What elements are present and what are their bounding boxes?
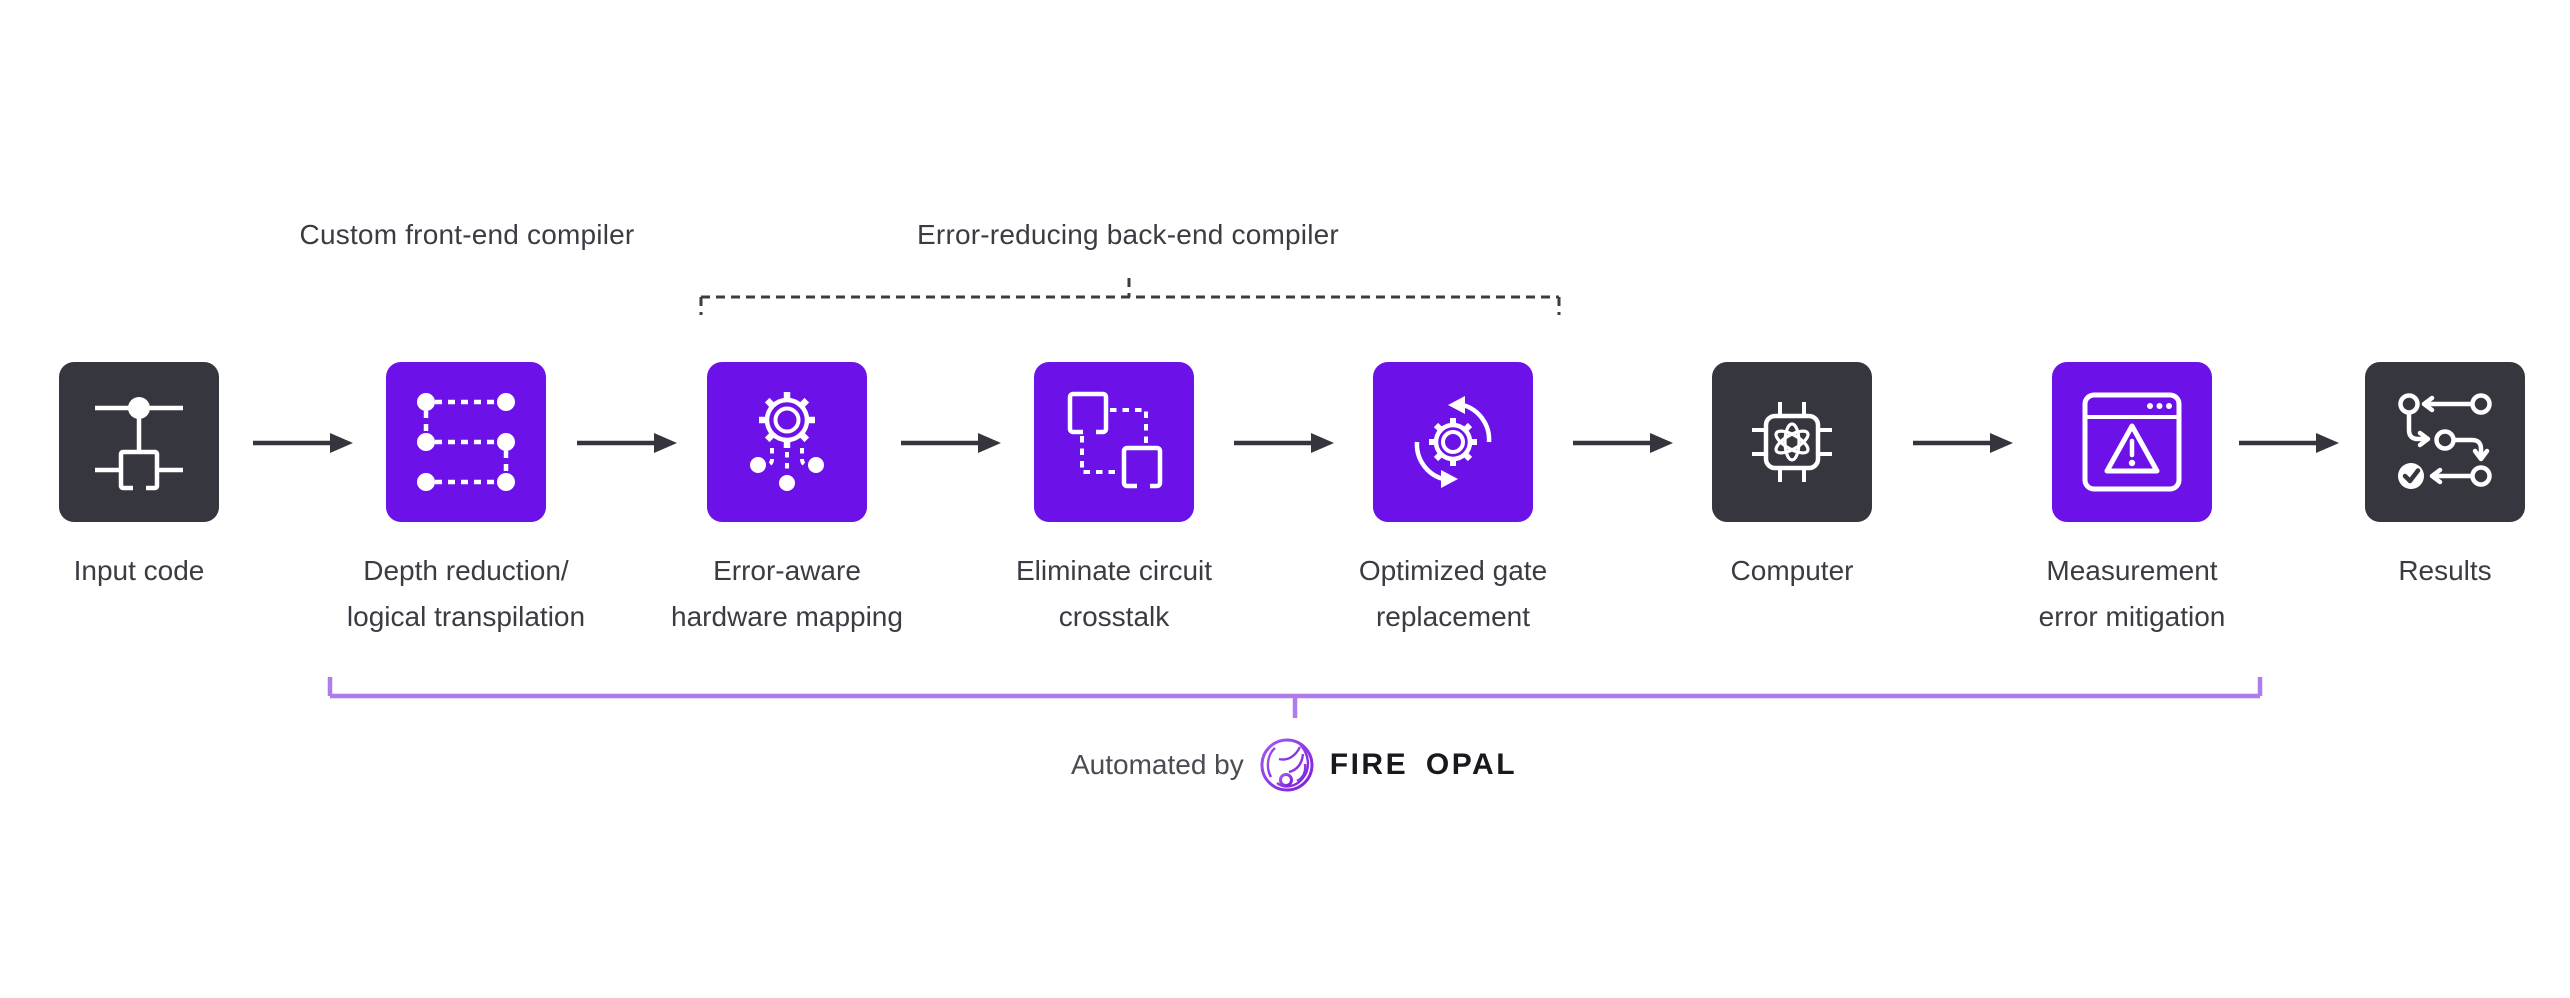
station-depth-reduction: Depth reduction/ logical transpilation [306, 362, 626, 640]
station-label: Measurement error mitigation [2038, 555, 2226, 632]
station-label: Results [2398, 555, 2492, 586]
flow-arrow-icon [2239, 433, 2339, 453]
crosstalk-box [1034, 362, 1194, 522]
station-gate-replacement: Optimized gate replacement [1293, 362, 1613, 640]
back-end-dashed-bracket [699, 278, 1561, 315]
station-label: Optimized gate replacement [1358, 555, 1548, 632]
station-label: Input code [73, 555, 205, 586]
gate-swap-icon [1067, 391, 1163, 490]
gate-replacement-box [1373, 362, 1533, 522]
back-end-compiler-label: Error-reducing back-end compiler [917, 219, 1339, 250]
quantum-chip-icon [1752, 402, 1832, 482]
station-label: Computer [1730, 555, 1854, 586]
gear-cycle-icon [1414, 396, 1492, 488]
flow-arrow-icon [1234, 433, 1334, 453]
quantum-circuit-icon [95, 397, 183, 491]
footer-branding: Automated by FIRE OPAL [1071, 736, 1517, 794]
station-hardware-mapping: Error-aware hardware mapping [627, 362, 947, 640]
station-results: Results [2285, 362, 2570, 594]
computer-box [1712, 362, 1872, 522]
flow-arrow-icon [1573, 433, 1673, 453]
flow-arrow-icon [901, 433, 1001, 453]
fire-opal-logo-icon [1260, 738, 1314, 792]
results-box [2365, 362, 2525, 522]
front-end-compiler-label: Custom front-end compiler [299, 219, 635, 250]
station-label: Depth reduction/ logical transpilation [346, 555, 586, 632]
brand-wordmark: FIRE OPAL [1329, 748, 1518, 781]
flow-arrow-icon [1913, 433, 2013, 453]
hardware-mapping-box [707, 362, 867, 522]
workflow-check-icon [2398, 393, 2492, 489]
automated-by-label: Automated by [1070, 749, 1244, 780]
station-error-mitigation: Measurement error mitigation [1972, 362, 2292, 640]
flow-arrow-icon [577, 433, 677, 453]
depth-reduction-box [386, 362, 546, 522]
station-computer: Computer [1632, 362, 1952, 594]
error-mitigation-box [2052, 362, 2212, 522]
qubit-path-icon [417, 393, 515, 491]
input-code-box [59, 362, 219, 522]
station-input-code: Input code [0, 362, 299, 594]
station-label: Error-aware hardware mapping [671, 555, 903, 632]
gear-mapping-icon [750, 392, 824, 491]
automated-by-bracket [327, 677, 2263, 718]
flow-arrow-icon [253, 433, 353, 453]
window-warning-icon [2082, 392, 2182, 492]
station-crosstalk: Eliminate circuit crosstalk [954, 362, 1274, 640]
station-label: Eliminate circuit crosstalk [1015, 555, 1213, 632]
